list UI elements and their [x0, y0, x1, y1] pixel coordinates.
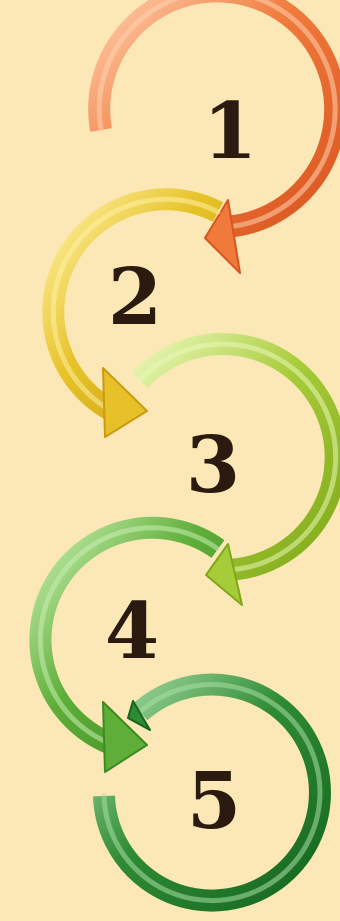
step-3: 3 [140, 344, 336, 605]
step-3-number: 3 [186, 420, 240, 511]
step-4-number: 4 [105, 586, 159, 677]
step-5: 5 [104, 685, 320, 901]
step-5-number: 5 [187, 756, 241, 847]
step-4: 4 [40, 528, 218, 772]
step-2: 2 [53, 199, 218, 437]
step-1-number: 1 [203, 86, 257, 177]
step-1: 1 [99, 0, 335, 273]
step-2-number: 2 [108, 252, 162, 343]
